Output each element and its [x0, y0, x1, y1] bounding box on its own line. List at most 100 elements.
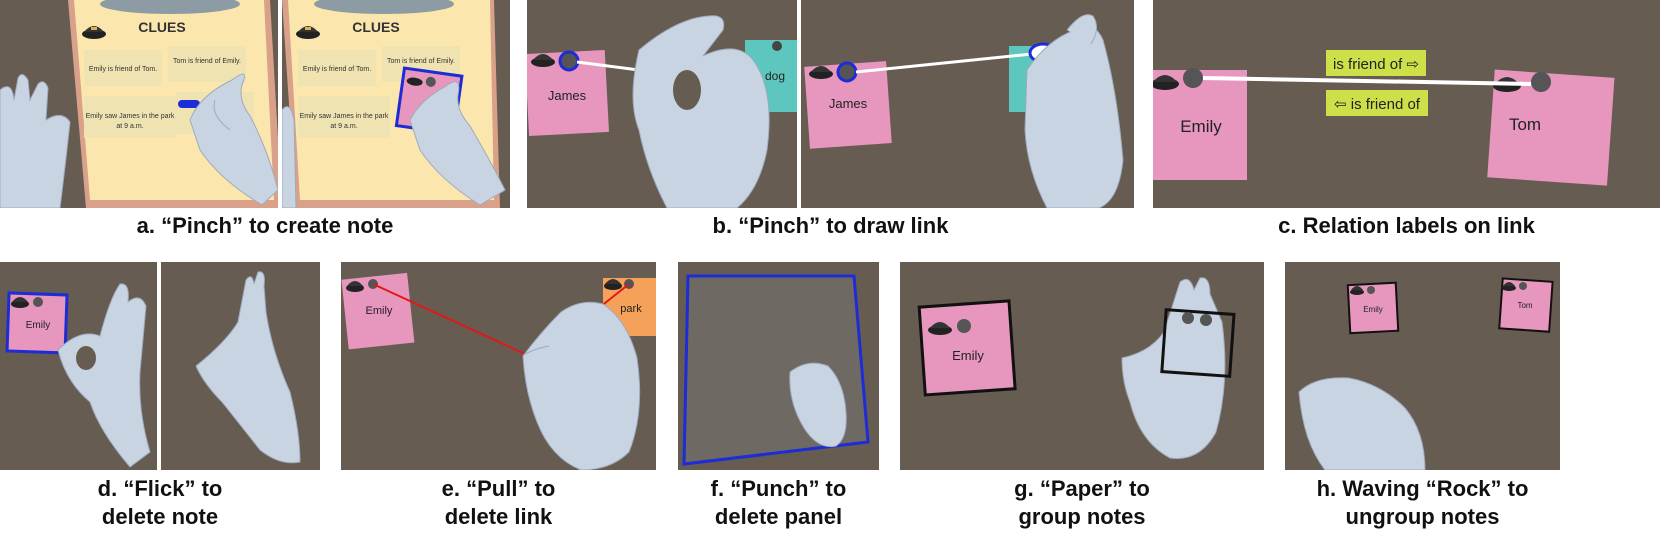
relation-backward-text: ⇦ is friend of	[1334, 96, 1421, 113]
clue-2-b: Tom is friend of Emily.	[387, 58, 455, 65]
hat-icon	[11, 297, 29, 308]
caption-c: c. Relation labels on link	[1153, 212, 1660, 240]
link-anchor	[836, 61, 858, 83]
fist-hand-f	[789, 362, 847, 448]
clue-3a-b: Emily saw James in the park	[300, 113, 389, 120]
note-park-label: park	[620, 303, 642, 315]
drawing-link	[576, 60, 640, 72]
relation-link	[1202, 76, 1532, 86]
panel-c: Emily Tom is friend of ⇨ ⇦ is friend of	[1153, 0, 1660, 208]
caption-d-line1: d. “Flick” to	[97, 476, 223, 501]
pinch-hand-a1	[189, 73, 279, 206]
caption-h: h. Waving “Rock” to ungroup notes	[1285, 475, 1560, 531]
link-anchor	[1183, 68, 1203, 88]
hat-icon	[604, 279, 622, 290]
caption-a: a. “Pinch” to create note	[0, 212, 530, 240]
panel-d-scene: Emily	[5, 262, 301, 470]
hat-icon	[928, 322, 952, 335]
caption-c-text: c. Relation labels on link	[1278, 213, 1535, 238]
ok-hand-d	[57, 283, 151, 468]
panel-e-scene: Emily park	[341, 272, 656, 470]
caption-e-line1: e. “Pull” to	[441, 476, 556, 501]
panel-a-scene: CLUES Emily is friend of Tom. Tom is fri…	[0, 0, 506, 208]
note-tom-label-h: Tom	[1517, 301, 1532, 310]
pinch-hand-a2	[409, 81, 506, 206]
note-tom-g	[1160, 308, 1236, 378]
note-dog-label: dog	[765, 69, 785, 83]
divider	[797, 0, 801, 208]
relation-label-backward: ⇦ is friend of	[1326, 90, 1428, 116]
caption-g: g. “Paper” to group notes	[900, 475, 1264, 531]
panel-b-scene: James dog James	[527, 0, 1124, 208]
note-james-label: James	[548, 88, 587, 103]
caption-b: b. “Pinch” to draw link	[527, 212, 1134, 240]
note-emily-h	[1346, 281, 1400, 335]
clue-title-2: CLUES	[352, 19, 399, 35]
hat-icon	[531, 54, 555, 67]
pinch-hand-b2	[1024, 14, 1124, 208]
caption-g-line1: g. “Paper” to	[1014, 476, 1150, 501]
clue-board: CLUES Emily is friend of Tom. Tom is fri…	[0, 0, 282, 208]
caption-f: f. “Punch” to delete panel	[678, 475, 879, 531]
clue-2: Tom is friend of Emily.	[173, 58, 241, 65]
relation-forward-text: is friend of ⇨	[1333, 56, 1419, 73]
selected-word	[178, 100, 200, 108]
panel-c-scene: Emily Tom is friend of ⇨ ⇦ is friend of	[1153, 50, 1615, 186]
caption-f-line2: delete panel	[714, 504, 843, 529]
clue-1: Emily is friend of Tom.	[89, 66, 157, 73]
note-emily-label-d: Emily	[26, 320, 50, 331]
paper-hand-g	[1121, 277, 1226, 459]
rock-hand-h	[1298, 377, 1426, 470]
link-anchor	[1531, 72, 1551, 92]
panel-a: CLUES Emily is friend of Tom. Tom is fri…	[0, 0, 510, 208]
open-hand-a2	[281, 106, 297, 208]
clip	[100, 0, 240, 14]
caption-b-text: b. “Pinch” to draw link	[712, 213, 949, 238]
panel-h-scene: Emily Tom	[1298, 277, 1554, 470]
note-emily-selected	[5, 291, 69, 355]
flick-hand-d	[195, 271, 301, 464]
pinch-hand-b1	[632, 15, 770, 208]
panel-b: James dog James	[527, 0, 1134, 208]
hat-icon	[1350, 286, 1364, 295]
hat-icon	[346, 281, 364, 292]
hat-icon	[809, 66, 833, 79]
note-tom	[1487, 69, 1615, 186]
clue-board-2: CLUES Emily is friend of Tom. Tom is fri…	[281, 0, 506, 208]
note-james-2	[804, 61, 892, 149]
hat-icon	[296, 26, 320, 39]
caption-e: e. “Pull” to delete link	[341, 475, 656, 531]
hat-icon	[1153, 75, 1179, 90]
caption-d-line2: delete note	[101, 504, 219, 529]
caption-f-line1: f. “Punch” to	[710, 476, 847, 501]
note-emily-label-g: Emily	[952, 348, 984, 363]
relation-label-forward: is friend of ⇨	[1326, 50, 1426, 76]
link-anchor	[558, 50, 580, 72]
caption-h-line2: ungroup notes	[1345, 504, 1500, 529]
note-james	[527, 49, 609, 137]
panel-h: Emily Tom	[1285, 262, 1560, 470]
divider	[278, 0, 282, 208]
panel-f	[678, 262, 879, 470]
note-emily-label-h: Emily	[1363, 305, 1383, 314]
link-line	[855, 52, 1033, 74]
panel-d: Emily	[0, 262, 320, 470]
clue-title: CLUES	[138, 19, 185, 35]
note-tom-h	[1498, 277, 1554, 333]
clue-3a: Emily saw James in the park	[86, 113, 175, 120]
panel-g: Emily	[900, 262, 1264, 470]
panel-e: Emily park	[341, 262, 656, 470]
panel-g-scene: Emily	[917, 277, 1236, 459]
note-james-label-2: James	[829, 96, 868, 111]
caption-a-text: a. “Pinch” to create note	[136, 213, 394, 238]
note-emily-e	[341, 272, 415, 350]
clue-3b-b: at 9 a.m.	[330, 123, 357, 130]
caption-h-line1: h. Waving “Rock” to	[1316, 476, 1529, 501]
hat-icon	[1502, 282, 1516, 291]
divider	[157, 262, 161, 470]
clue-3b: at 9 a.m.	[116, 123, 143, 130]
clue-1-b: Emily is friend of Tom.	[303, 66, 371, 73]
hat-icon	[82, 26, 106, 39]
note-emily-label-e: Emily	[366, 305, 393, 317]
pull-hand-e	[522, 301, 641, 470]
